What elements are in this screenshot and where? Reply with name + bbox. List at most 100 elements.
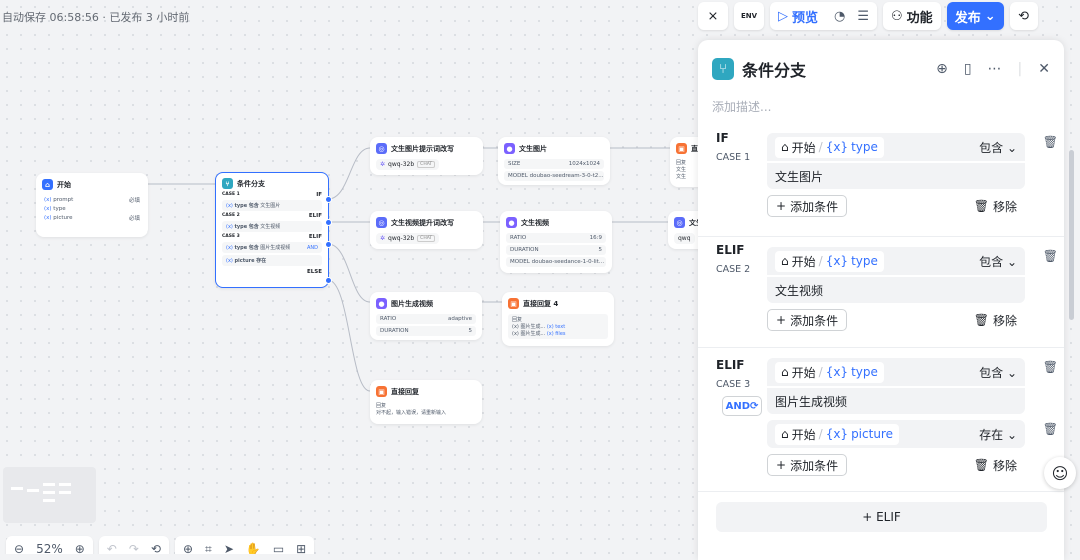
reply-4-node[interactable]: ▣直接回复 4 回复 (x) 图片生成... (x) text (x) 图片生成… [502,292,614,346]
node-title: 文生 [689,218,698,227]
trash-icon[interactable]: 🗑 [1042,360,1058,374]
logic-toggle[interactable]: AND ⟳ [722,396,762,416]
history-icon[interactable]: ⟲ [150,542,161,554]
condition: ⌂开始/{x}picture 存在 ⌄ [767,420,1025,448]
port-elif2[interactable] [325,241,332,248]
doubao-icon: ● [504,143,515,154]
publish-button[interactable]: 发布⌄ [946,2,1004,30]
zoom-out-icon[interactable]: ⊖ [14,542,25,554]
partial-reply-node[interactable]: ▣直 回复文生文生 [670,137,698,187]
add-node-icon[interactable]: ⊕ [182,542,194,554]
remove-button[interactable]: 🗑移除 [973,458,1017,473]
more-icon[interactable]: ⋯ [987,61,1002,77]
value-input[interactable]: 文生图片 [767,161,1025,189]
layout-icon[interactable]: ⌗ [205,541,212,555]
env-label: ENV [740,12,758,20]
remove-button[interactable]: 🗑移除 [973,313,1017,328]
node-title: 文生视频 [521,218,549,227]
remove-button[interactable]: 🗑移除 [973,199,1017,214]
preview-button[interactable]: ▷预览◔☰ [770,2,878,30]
operator-select[interactable]: 包含 ⌄ [979,254,1017,269]
case-label: CASE 2 [716,264,751,275]
workflow-canvas[interactable]: 自动保存 06:58:56 · 已发布 3 小时前 ⌂开始 (x) prompt… [0,0,698,554]
assistant-avatar[interactable]: ☺ [1044,457,1076,489]
condition: ⌂开始/{x}type 包含 ⌄ 图片生成视频 [767,358,1025,414]
zoom-level[interactable]: 52% [36,542,63,554]
add-elif-button[interactable]: + ELIF [716,502,1047,532]
home-icon: ⌂ [42,179,53,190]
trash-icon: 🗑 [973,199,989,213]
trash-icon: 🗑 [973,313,989,327]
play-icon: ▷ [778,8,788,24]
edges [148,147,670,392]
locate-icon[interactable]: ⊕ [936,61,948,77]
port-elif1[interactable] [325,219,332,226]
pointer-icon[interactable]: ➤ [223,542,234,554]
preview-label: 预览 [792,10,819,26]
trash-icon[interactable]: 🗑 [1042,135,1058,149]
divider: | [1017,61,1023,77]
port-else[interactable] [325,277,332,284]
book-icon[interactable]: ▯ [963,61,972,77]
variable-selector[interactable]: ⌂开始/{x}picture [775,423,899,445]
case-label: CASE 1 [716,152,751,163]
model-chip: qwq [674,233,695,244]
node-title: 图片生成视频 [391,299,433,308]
env-button[interactable]: ENV [734,2,764,30]
doubao-icon: ● [506,217,517,228]
trash-icon[interactable]: 🗑 [1042,422,1058,436]
redo-icon[interactable]: ↷ [128,542,139,554]
branch-icon: ⑂ [222,178,233,189]
node-title: 直 [691,144,698,153]
operator-select[interactable]: 包含 ⌄ [979,140,1017,155]
minimap[interactable] [3,467,96,523]
case-1: IF CASE 1 ⌂开始/{x}type 包含 ⌄ 文生图片 🗑 + 添加条件 🗑移… [698,129,1064,237]
branch-title: 条件分支 [237,179,265,188]
add-condition-button[interactable]: + 添加条件 [767,454,848,476]
operator-select[interactable]: 存在 ⌄ [979,427,1017,442]
partial-node[interactable]: ◎文生 qwq [668,211,698,249]
autosave-status: 自动保存 06:58:56 · 已发布 3 小时前 [2,11,190,24]
history-button[interactable]: ⟲ [1009,2,1038,30]
var-row: (x) type [44,206,66,212]
case-keyword: IF [716,131,729,145]
present-icon[interactable]: ▭ [272,542,285,554]
grid-icon[interactable]: ⊞ [296,542,307,554]
undo-icon[interactable]: ↶ [106,542,117,554]
variable-selector[interactable]: ⌂开始/{x}type [775,250,884,272]
value-input[interactable]: 文生视频 [767,275,1025,303]
add-condition-button[interactable]: + 添加条件 [767,195,848,217]
hand-icon[interactable]: ✋ [245,542,261,554]
value-input[interactable]: 图片生成视频 [767,386,1025,414]
home-icon: ⌂ [781,427,789,441]
features-button[interactable]: ⚇功能 [883,2,941,30]
node-title: 直接回复 [391,387,419,396]
port-if[interactable] [325,196,332,203]
operator-select[interactable]: 包含 ⌄ [979,365,1017,380]
zoom-in-icon[interactable]: ⊕ [74,542,85,554]
scrollbar[interactable] [1069,150,1074,320]
variable-button[interactable]: ⨯ [698,2,728,30]
llm-icon: ◎ [376,143,387,154]
trash-icon[interactable]: 🗑 [1042,249,1058,263]
variable-selector[interactable]: ⌂开始/{x}type [775,361,884,383]
variable-selector[interactable]: ⌂开始/{x}type [775,136,884,158]
description-input[interactable]: 添加描述... [712,100,772,114]
panel-title: 条件分支 [742,61,807,80]
branch-icon: ⑂ [712,58,734,80]
add-condition-button[interactable]: + 添加条件 [767,309,848,331]
publish-label: 发布 [954,10,981,26]
close-icon[interactable]: ✕ [1038,61,1050,77]
reply-node[interactable]: ▣直接回复 回复对不起，输入错误，请重新输入 [370,380,482,424]
